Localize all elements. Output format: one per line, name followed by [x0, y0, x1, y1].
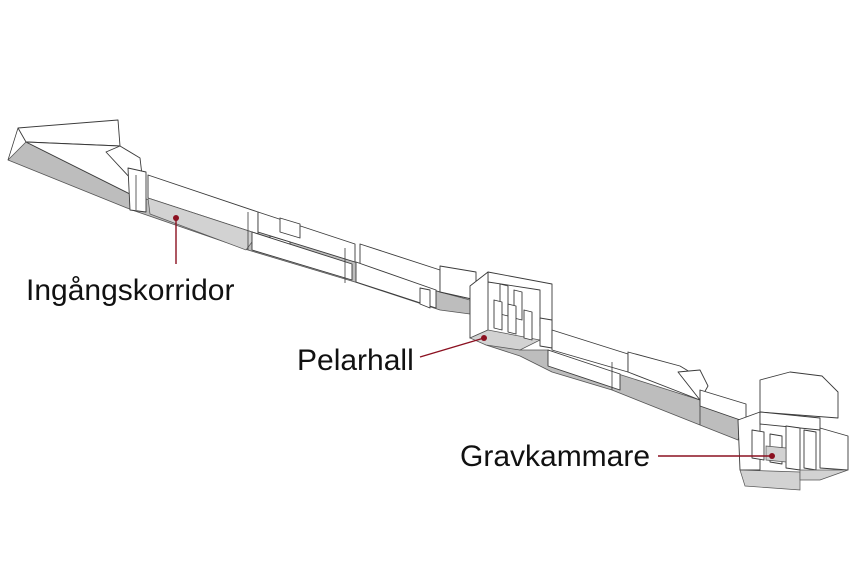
corridor-segment-4 — [547, 329, 747, 425]
leader-burial-chamber — [658, 453, 775, 459]
corridor-segment-3 — [355, 243, 477, 309]
leader-entrance — [173, 215, 179, 264]
label-entrance-corridor: Ingångskorridor — [26, 274, 234, 307]
leader-pillar-hall — [419, 335, 487, 358]
label-burial-chamber: Gravkammare — [460, 440, 650, 473]
burial-chamber — [737, 371, 849, 491]
label-pillar-hall: Pelarhall — [297, 344, 414, 377]
corridor-segment-1 — [147, 174, 259, 251]
pillar-hall — [469, 271, 553, 351]
corridor-segment-2 — [251, 211, 356, 283]
entrance-ramp — [7, 119, 147, 213]
